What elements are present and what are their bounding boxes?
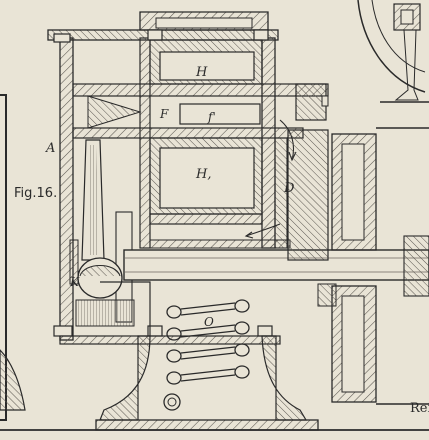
main-shaft xyxy=(123,249,429,281)
edge-text: Rei xyxy=(410,401,429,416)
label-a: A xyxy=(45,141,55,156)
label-o: O xyxy=(204,315,214,329)
label-d: D xyxy=(283,181,295,196)
label-k: K xyxy=(69,275,80,289)
label-f: F xyxy=(159,107,169,121)
label-h-top: H xyxy=(195,65,208,80)
plate-f xyxy=(72,83,329,139)
left-column-fragment xyxy=(0,94,26,421)
middle-chamber xyxy=(149,137,263,225)
label-f-prime: f' xyxy=(207,110,216,124)
figure-label: Fig.16. xyxy=(14,186,57,201)
upper-chamber xyxy=(149,39,263,85)
base xyxy=(0,281,429,431)
top-right-wheel-fragment xyxy=(357,0,429,103)
side-chamber-d xyxy=(149,119,297,249)
label-h-mid: H, xyxy=(195,167,211,182)
coil-spring xyxy=(166,299,250,385)
pulley xyxy=(287,127,429,405)
crank-k xyxy=(69,239,135,327)
